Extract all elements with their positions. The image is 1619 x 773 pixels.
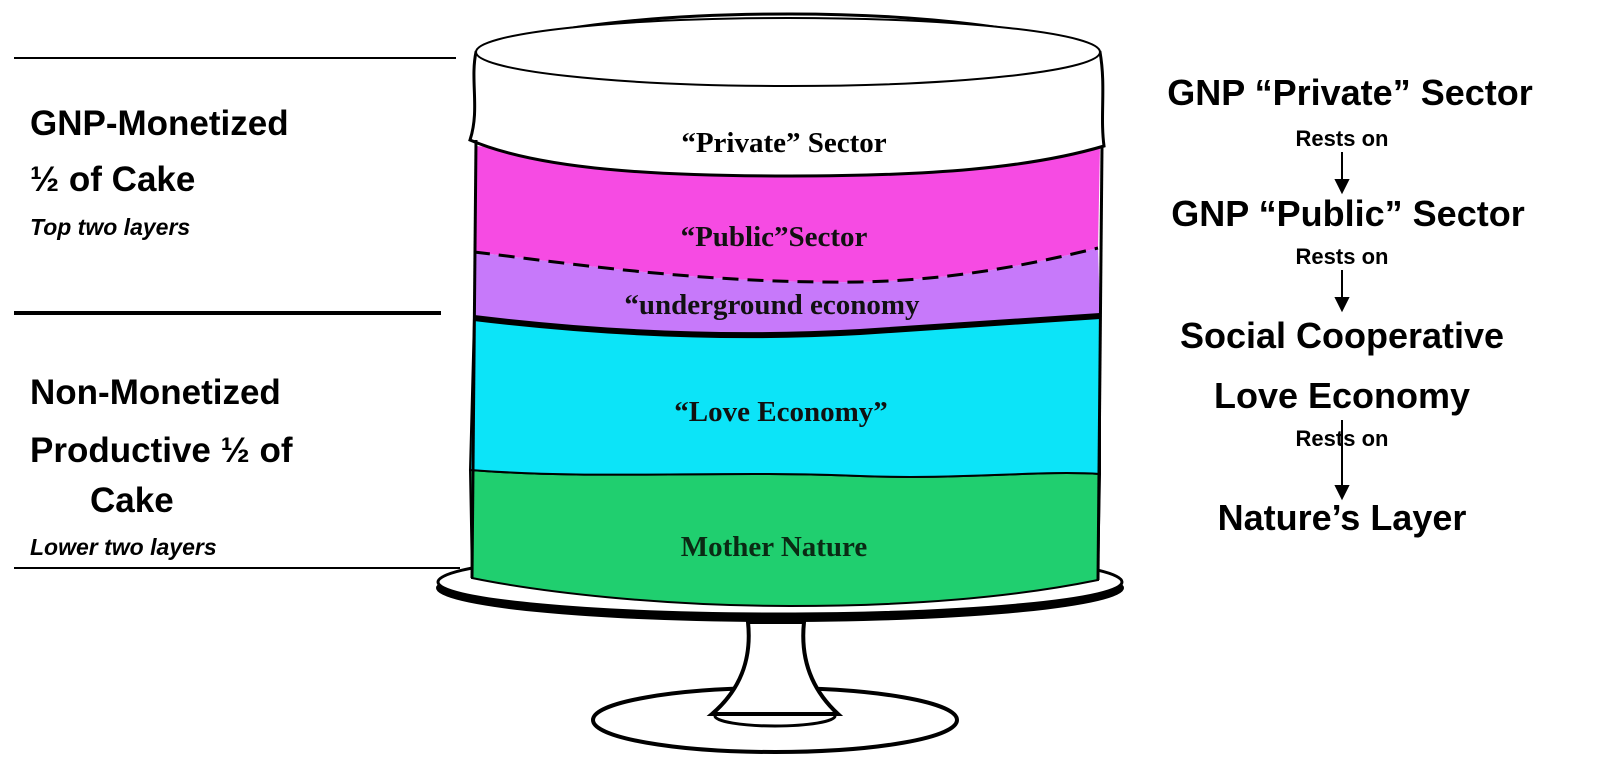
arrow-2-head: [1334, 297, 1350, 313]
cake-left-edge: [470, 139, 478, 579]
right-level-public: GNP “Public” Sector: [1171, 193, 1525, 234]
monetized-title-line-1: GNP-Monetized: [30, 104, 289, 143]
label-underground-economy: “underground economy: [624, 289, 920, 321]
label-private-sector: “Private” Sector: [681, 127, 886, 159]
thick-boundary: [473, 313, 1101, 339]
dashed-boundary: [473, 246, 1099, 284]
right-level-private: GNP “Private” Sector: [1167, 72, 1533, 113]
right-level-social-cooperative: Social Cooperative: [1179, 315, 1505, 356]
cake-top: [475, 17, 1101, 87]
monetized-note: Top two layers: [30, 214, 191, 240]
label-love-economy: “Love Economy”: [674, 396, 887, 428]
label-mother-nature: Mother Nature: [681, 531, 868, 563]
right-arrows: [1334, 152, 1350, 501]
right-level-love-economy: Love Economy: [1213, 375, 1471, 416]
right-rests-on-2: Rests on: [1295, 244, 1389, 269]
layer-underground: [474, 248, 1100, 336]
non-monetized-title-line-3: Cake: [90, 481, 174, 520]
monetized-title-line-2: ½ of Cake: [30, 160, 196, 199]
right-rests-on-1: Rests on: [1295, 126, 1389, 151]
label-public-sector: “Public”Sector: [681, 221, 868, 253]
arrow-3-head: [1334, 485, 1350, 501]
right-rests-on-3: Rests on: [1295, 426, 1389, 451]
arrow-1-head: [1334, 179, 1350, 195]
right-level-nature: Nature’s Layer: [1217, 497, 1467, 538]
layer-public: [474, 146, 1100, 283]
stand-stem: [706, 620, 844, 716]
non-monetized-title-line-1: Non-Monetized: [30, 373, 281, 412]
cake-right-edge: [1096, 145, 1104, 581]
non-monetized-title-line-2: Productive ½ of: [30, 431, 293, 470]
non-monetized-note: Lower two layers: [30, 534, 217, 560]
